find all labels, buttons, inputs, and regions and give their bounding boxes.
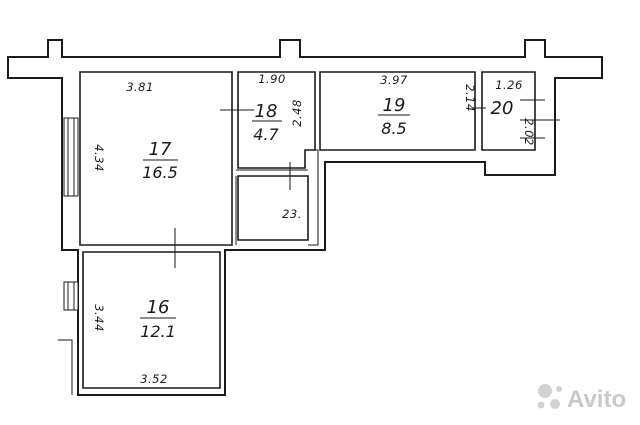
room-18-area: 4.7 xyxy=(253,125,279,144)
dim-right-r19: 2.14 xyxy=(463,84,477,112)
stair-stub xyxy=(58,339,73,395)
room-18-outline xyxy=(237,71,316,169)
room-16-number: 16 xyxy=(147,297,170,318)
room-17-number: 17 xyxy=(149,139,172,160)
room-23-number: 23. xyxy=(282,207,302,221)
dim-top-r19: 3.97 xyxy=(380,73,408,87)
room-16-area: 12.1 xyxy=(140,322,176,341)
window-upper xyxy=(63,117,79,197)
dim-left-r16: 3.44 xyxy=(92,304,106,332)
window-lower xyxy=(63,281,79,311)
dim-bottom-r16: 3.52 xyxy=(140,372,168,386)
door-marks xyxy=(174,99,560,268)
room-19-number: 19 xyxy=(383,95,406,116)
window-glass-lines xyxy=(67,118,75,310)
dim-right-r18: 2.48 xyxy=(290,99,304,127)
watermark-dots-icon xyxy=(538,384,552,398)
room-18-number: 18 xyxy=(255,101,278,122)
dim-right-r20: 2.02 xyxy=(522,118,536,146)
room-19-outline xyxy=(319,71,476,151)
corridor-wall xyxy=(235,149,319,246)
room-16-outline xyxy=(82,251,221,389)
outer-wall xyxy=(7,39,603,396)
dim-top-r20: 1.26 xyxy=(495,78,523,92)
room-19-area: 8.5 xyxy=(381,119,406,138)
dim-left-r17: 4.34 xyxy=(92,144,106,172)
room-23-outline xyxy=(237,175,309,241)
dim-top-r17: 3.81 xyxy=(126,80,154,94)
room-17-outline xyxy=(79,71,233,246)
room-20-outline xyxy=(481,71,536,151)
watermark-text: Avito xyxy=(567,386,626,413)
watermark: Avito xyxy=(537,384,626,413)
dim-top-r18: 1.90 xyxy=(258,72,286,86)
room-20-number: 20 xyxy=(491,98,514,119)
room-17-area: 16.5 xyxy=(142,163,178,182)
